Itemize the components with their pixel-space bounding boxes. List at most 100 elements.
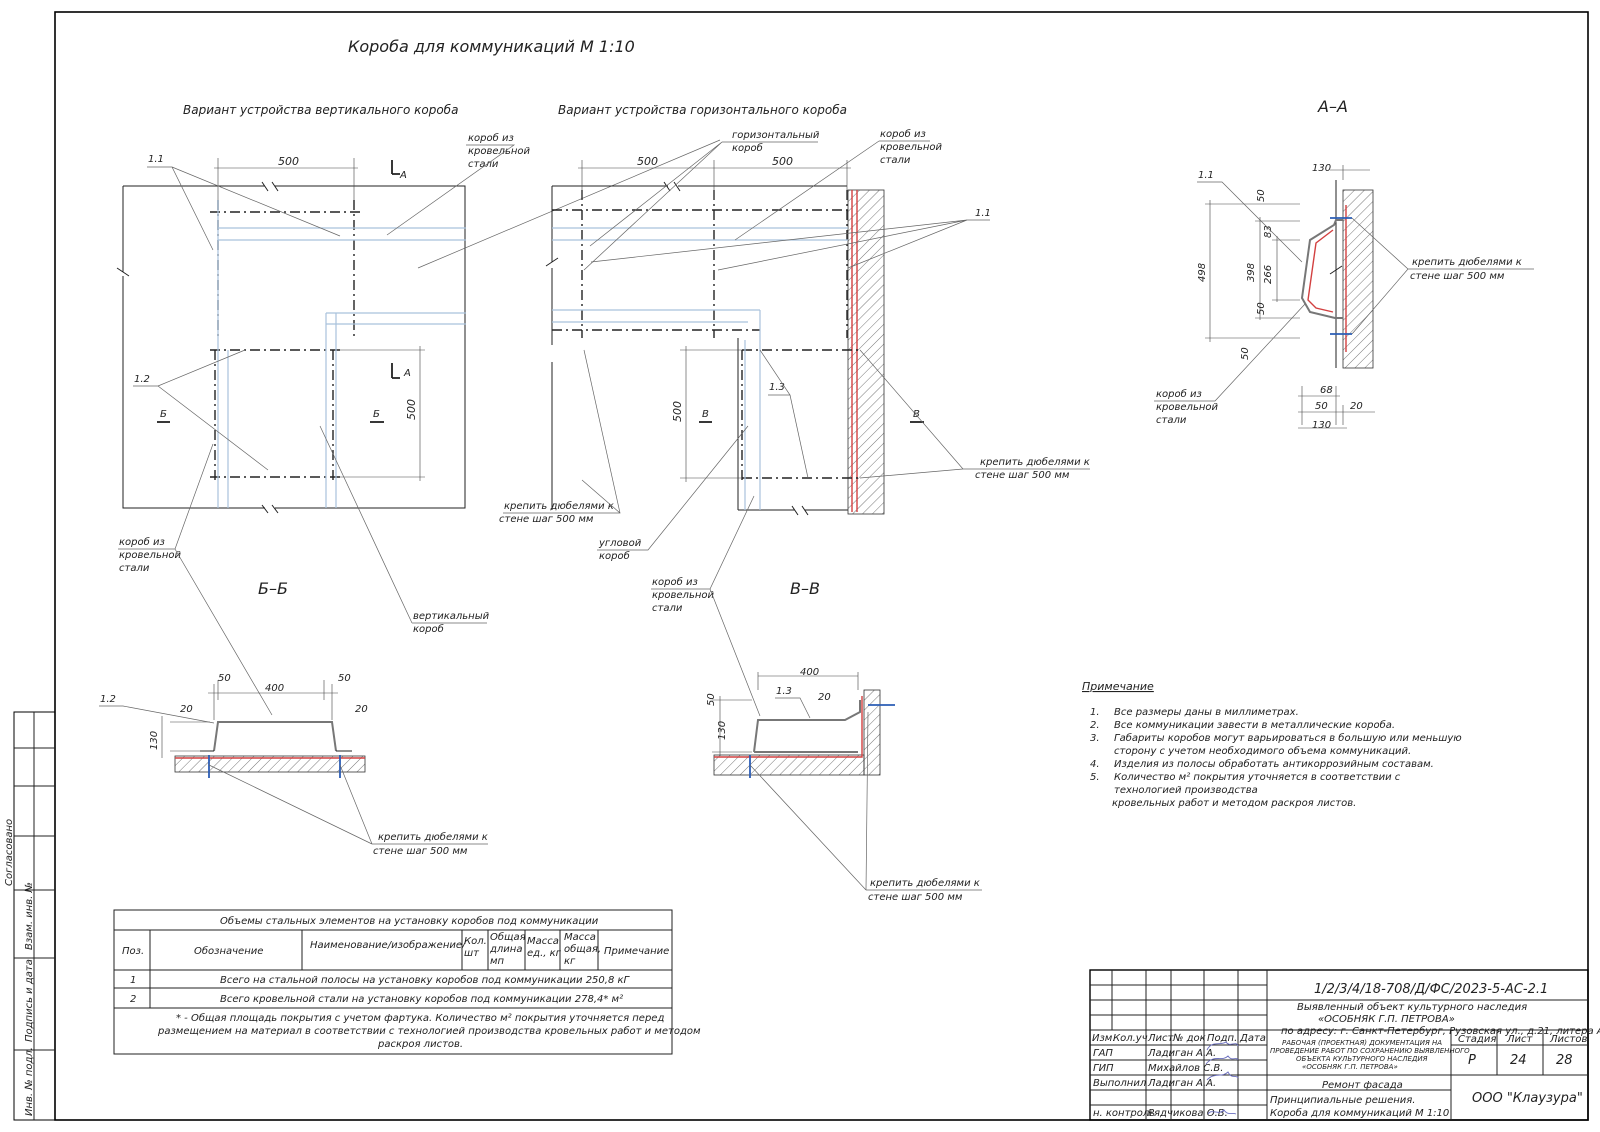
mark-1-1-vertical: 1.1	[148, 154, 164, 165]
section-mark-a-bottom: А	[403, 368, 411, 379]
section-a-a-title: А–А	[1317, 97, 1348, 116]
dim-500-horizontal-a: 500	[637, 155, 658, 168]
spec-table-title: Объемы стальных элементов на установку к…	[220, 915, 599, 927]
section-b-b: Б–Б 400 50 50 20 20 130 1.2 крепить дюбе…	[99, 579, 488, 857]
tb-col-header: Изм.	[1092, 1033, 1116, 1044]
horizontal-view-title: Вариант устройства горизонтального короб…	[558, 103, 847, 117]
sheet-frame	[54, 11, 1589, 1121]
note-text: кровельных работ и методом раскроя листо…	[1112, 797, 1356, 809]
svg-text:крепить дюбелями к: крепить дюбелями к	[378, 831, 488, 843]
section-mark-v-right: В	[913, 409, 920, 420]
dim-83: 83	[1263, 225, 1274, 238]
tb-object-line-1: Выявленный объект культурного наследия	[1297, 1001, 1527, 1013]
svg-text:угловой: угловой	[598, 538, 642, 549]
spec-header-cell: Общая	[490, 931, 526, 943]
vertical-box-view: Вариант устройства вертикального короба …	[116, 103, 721, 716]
side-stamp-inv-orig: Инв. № подл.	[24, 1047, 35, 1116]
horizontal-box-view: Вариант устройства горизонтального короб…	[499, 103, 1090, 717]
tb-object-line-3: по адресу: г. Санкт-Петербург, Рузовская…	[1281, 1025, 1600, 1037]
tb-section: Ремонт фасада	[1322, 1080, 1403, 1091]
svg-text:короб: короб	[413, 623, 444, 635]
callout-roof-steel-aa: короб из кровельной стали	[1154, 303, 1306, 426]
section-mark-v-left: В	[702, 409, 709, 420]
spec-row-pos: 2	[130, 994, 136, 1005]
tb-name: Ладиган А.А.	[1147, 1078, 1216, 1089]
tb-doc-lines: РАБОЧАЯ (ПРОЕКТНАЯ) ДОКУМЕНТАЦИЯ НАПРОВЕ…	[1270, 1039, 1470, 1071]
dim-50-bb-right: 50	[338, 673, 351, 684]
svg-text:стали: стали	[468, 159, 499, 170]
mark-1-1-aa: 1.1	[1198, 170, 1214, 181]
tb-role: н. контроль	[1093, 1108, 1155, 1119]
tb-col-header: Подп.	[1207, 1033, 1237, 1044]
dim-50-aa-c: 50	[1240, 347, 1251, 360]
svg-text:короб из: короб из	[880, 128, 926, 140]
tb-role: ГАП	[1093, 1048, 1113, 1059]
signatures	[1205, 1041, 1239, 1115]
callout-corner-box: угловой короб	[597, 425, 749, 562]
callout-fix-dowels-horizontal-b: крепить дюбелями к стене шаг 500 мм	[859, 349, 1090, 481]
svg-text:крепить дюбелями к: крепить дюбелями к	[980, 456, 1090, 468]
tb-col-header: Кол.уч	[1113, 1033, 1148, 1044]
tb-sheets: 28	[1556, 1053, 1573, 1068]
note-number: 5.	[1090, 772, 1100, 783]
tb-col-header: № док	[1172, 1033, 1206, 1044]
spec-header-cell: Масса	[527, 936, 559, 947]
title-block: 1/2/3/4/18-708/Д/ФС/2023-5-АС-2.1 Выявле…	[1089, 969, 1600, 1121]
svg-text:короб: короб	[599, 550, 630, 562]
svg-text:стали: стали	[119, 563, 150, 574]
note-text: Количество м² покрытия уточняется в соот…	[1114, 772, 1401, 783]
mark-1-3-vv: 1.3	[776, 686, 792, 697]
tb-col-header: Дата	[1239, 1033, 1266, 1044]
svg-text:стене шаг 500 мм: стене шаг 500 мм	[975, 470, 1070, 481]
dim-20-vv: 20	[818, 692, 831, 703]
spec-header-cell: Кол.	[464, 936, 487, 947]
spec-header-cell: Обозначение	[194, 945, 263, 957]
tb-doc-line: ОБЪЕКТА КУЛЬТУРНОГО НАСЛЕДИЯ	[1296, 1055, 1428, 1063]
svg-text:кровельной: кровельной	[468, 146, 530, 157]
dim-20-bb-left: 20	[180, 704, 193, 715]
section-mark-a-top: А	[399, 170, 407, 181]
dim-500-horizontal-b: 500	[772, 155, 793, 168]
dim-130-vv: 130	[717, 721, 728, 740]
note-text: сторону с учетом необходимого объема ком…	[1114, 745, 1411, 757]
tb-company: ООО "Клаузура"	[1472, 1091, 1583, 1106]
spec-table-header-row: Поз.ОбозначениеНаименование/изображение/…	[122, 931, 669, 967]
tb-name: Рядчикова О.В.	[1148, 1108, 1228, 1119]
svg-text:стене шаг 500 мм: стене шаг 500 мм	[1410, 271, 1505, 282]
spec-header-cell: мп	[490, 956, 505, 967]
tb-code: 1/2/3/4/18-708/Д/ФС/2023-5-АС-2.1	[1314, 982, 1548, 997]
spec-row-text: Всего на стальной полосы на установку ко…	[220, 974, 631, 986]
svg-text:стене шаг 500 мм: стене шаг 500 мм	[373, 846, 468, 857]
note-number: 3.	[1090, 733, 1100, 744]
svg-text:короб: короб	[732, 142, 763, 154]
mark-1-1-horizontal: 1.1	[975, 208, 991, 219]
tb-drawing-line-2: Короба для коммуникаций М 1:10	[1270, 1107, 1449, 1119]
callout-horizontal-box: горизонтальный короб	[583, 130, 820, 271]
dim-400-bb: 400	[265, 683, 284, 694]
tb-doc-line: РАБОЧАЯ (ПРОЕКТНАЯ) ДОКУМЕНТАЦИЯ НА	[1282, 1039, 1442, 1047]
tb-stage: Р	[1468, 1053, 1476, 1068]
notes-heading: Примечание	[1082, 680, 1154, 693]
svg-text:короб из: короб из	[1156, 388, 1202, 400]
callout-fix-dowels-horizontal-a: крепить дюбелями к стене шаг 500 мм	[499, 349, 621, 525]
callout-vertical-box: вертикальный короб	[319, 425, 490, 635]
tb-name: Ладиган А.А.	[1147, 1048, 1216, 1059]
section-mark-b-right: Б	[373, 409, 380, 420]
dim-500-vertical-right: 500	[405, 399, 418, 420]
spec-row-text: Всего кровельной стали на установку коро…	[220, 993, 623, 1005]
note-text: Габариты коробов могут варьироваться в б…	[1114, 732, 1462, 744]
dim-130-aa-bottom: 130	[1312, 420, 1331, 431]
callout-fix-dowels-vv: крепить дюбелями к стене шаг 500 мм	[749, 711, 982, 903]
spec-header-cell: ед., кг	[527, 948, 562, 959]
svg-text:стали: стали	[880, 155, 911, 166]
svg-text:стене шаг 500 мм: стене шаг 500 мм	[868, 892, 963, 903]
side-stamp-replace-inv: Взам. инв. №	[24, 882, 35, 950]
svg-text:стене шаг 500 мм: стене шаг 500 мм	[499, 514, 594, 525]
dim-50-aa-b: 50	[1256, 302, 1267, 315]
tb-sheet-label: Лист	[1506, 1034, 1534, 1045]
section-v-v-title: В–В	[790, 579, 820, 598]
spec-header-cell: шт	[464, 948, 480, 959]
notes-block: Примечание 1.Все размеры даны в миллимет…	[1082, 680, 1462, 809]
dim-130-aa-top: 130	[1312, 163, 1331, 174]
